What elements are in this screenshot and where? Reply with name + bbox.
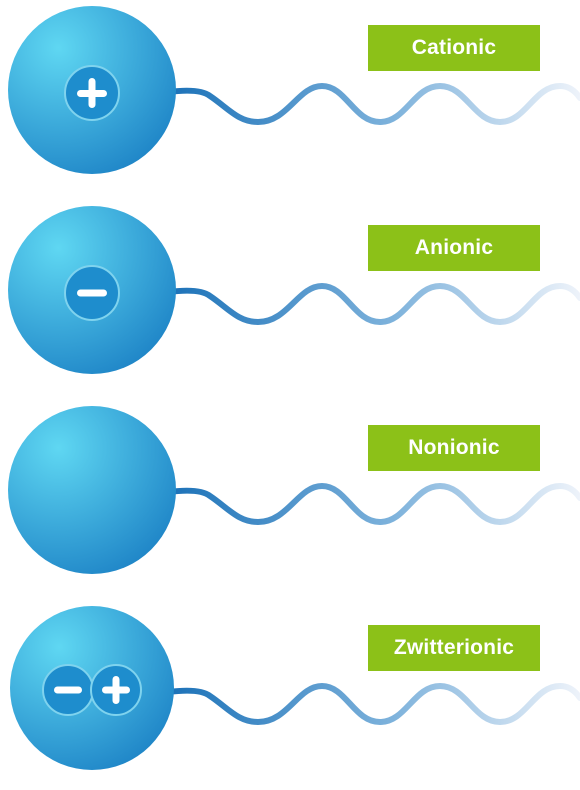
surfactant-anionic: Anionic	[0, 200, 580, 390]
hydrophobic-tail	[168, 86, 580, 122]
minus-icon	[43, 665, 93, 715]
hydrophobic-tail	[168, 486, 580, 522]
surfactant-nonionic: Nonionic	[0, 400, 580, 590]
surfactant-label-anionic: Anionic	[368, 225, 540, 271]
surfactant-label-zwitterionic: Zwitterionic	[368, 625, 540, 671]
hydrophobic-tail	[168, 686, 580, 722]
plus-icon	[65, 66, 119, 120]
surfactant-zwitterionic: Zwitterionic	[0, 600, 580, 790]
hydrophobic-tail	[168, 286, 580, 322]
hydrophilic-head	[8, 406, 176, 574]
surfactant-label-cationic: Cationic	[368, 25, 540, 71]
plus-icon	[91, 665, 141, 715]
minus-icon	[65, 266, 119, 320]
surfactant-cationic: Cationic	[0, 0, 580, 190]
surfactant-label-nonionic: Nonionic	[368, 425, 540, 471]
